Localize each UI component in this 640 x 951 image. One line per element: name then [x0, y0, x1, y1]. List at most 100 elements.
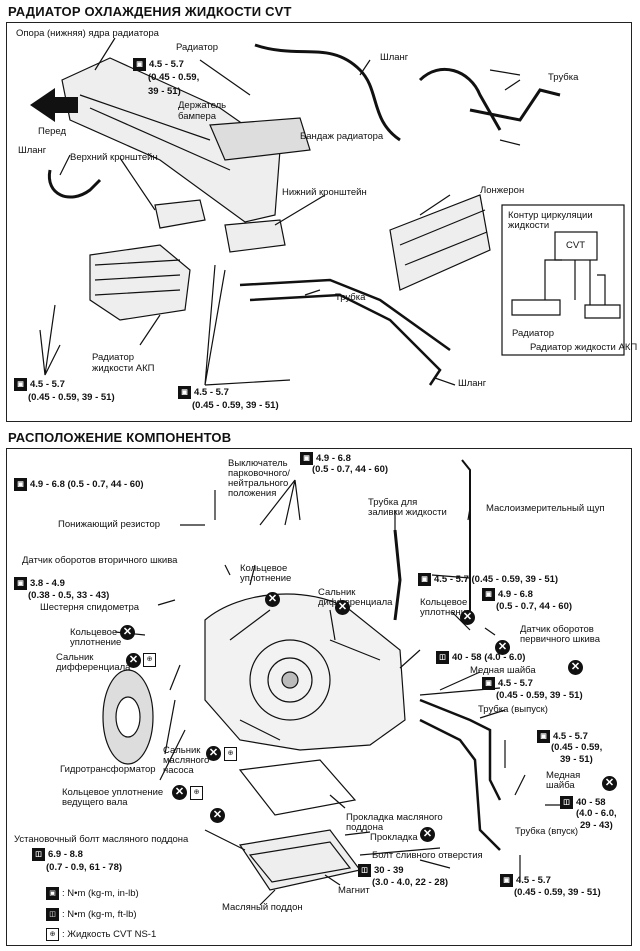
label-pump-seal-2: масляного: [163, 755, 210, 766]
torque-inlb-icon: ▣: [482, 588, 495, 601]
label-radiator: Радиатор: [176, 42, 219, 53]
torque-1: ▣4.9 - 6.8 (0.5 - 0.7, 44 - 60): [14, 478, 144, 491]
label-pan-gasket-2: поддона: [346, 822, 384, 833]
torque-inlb-icon: ▣: [14, 378, 27, 391]
torque-inlb-icon: ▣: [500, 874, 513, 887]
torque-b-line2: (0.45 - 0.59, 39 - 51): [28, 392, 115, 403]
cooler-diagram-panel: [6, 22, 632, 422]
components-diagram-panel: [6, 448, 632, 946]
label-pan-bolt: Установочный болт масляного поддона: [14, 834, 189, 845]
label-shaft-seal-2: ведущего вала: [62, 797, 128, 808]
replace-icon: ✕: [568, 660, 583, 675]
dipstick-shape: [461, 459, 471, 620]
label-oring-c-2: уплотнение: [420, 607, 472, 618]
torque-ftlb-icon: ◫: [46, 908, 59, 921]
replace-icon: ✕: [126, 653, 141, 668]
label-cvt: CVT: [566, 240, 585, 251]
torque-9-line3: 29 - 43): [580, 820, 613, 831]
torque-a-line3: 39 - 51): [148, 86, 181, 97]
label-fill-tube-1: Трубка для: [368, 497, 418, 508]
replace-icon: ✕: [172, 785, 187, 800]
transmission-case: [204, 593, 406, 751]
label-tube-inlet: Трубка (впуск): [515, 826, 579, 837]
torque-a: ▣4.5 - 5.7: [133, 58, 184, 71]
label-radiator-small: Радиатор: [512, 328, 555, 339]
bumper-holder-shape: [209, 117, 311, 161]
torque-5-line2: (0.5 - 0.7, 44 - 60): [496, 601, 573, 612]
label-fill-tube-2: заливки жидкости: [368, 507, 447, 518]
label-lower-bracket: Нижний кронштейн: [282, 187, 367, 198]
label-copper-washer-b-1: Медная: [546, 770, 581, 781]
label-pump-seal-1: Сальник: [163, 745, 201, 756]
fluid-icon: ⊕: [46, 928, 59, 941]
torque-12-line2: (0.45 - 0.59, 39 - 51): [514, 887, 601, 898]
replace-icon: ✕: [335, 600, 350, 615]
replace-icon: ✕: [420, 827, 435, 842]
label-pump-seal-3: насоса: [163, 765, 194, 776]
label-magnet: Магнит: [338, 885, 370, 896]
top-title: РАДИАТОР ОХЛАЖДЕНИЯ ЖИДКОСТИ CVT: [8, 4, 292, 19]
label-copper-washer-a: Медная шайба: [470, 665, 536, 676]
torque-b: ▣4.5 - 5.7: [14, 378, 65, 391]
legend-inlb: ▣: N•m (kg-m, in-lb): [46, 887, 139, 900]
torque-inlb-icon: ▣: [14, 577, 27, 590]
label-oil-pan: Масляный поддон: [222, 902, 303, 913]
torque-inlb-icon: ▣: [178, 386, 191, 399]
torque-11-line2: (3.0 - 4.0, 22 - 28): [372, 877, 449, 888]
torque-a-line2: (0.45 - 0.59,: [148, 72, 200, 83]
torque-2: ▣4.9 - 6.8: [300, 452, 351, 465]
label-speedo-gear: Шестерня спидометра: [40, 602, 140, 613]
fluid-icon: ⊕: [224, 747, 237, 761]
label-shaft-seal-1: Кольцевое уплотнение: [62, 787, 164, 798]
torque-11: ◫30 - 39: [358, 864, 404, 877]
label-oring-a-1: Кольцевое: [240, 563, 288, 574]
label-park-switch-1: Выключатель: [228, 458, 288, 469]
torque-4: ▣4.5 - 5.7 (0.45 - 0.59, 39 - 51): [418, 573, 558, 586]
torque-2-line2: (0.5 - 0.7, 44 - 60): [312, 464, 389, 475]
torque-8-line2: (0.45 - 0.59,: [551, 742, 603, 753]
label-atf-radiator-1: Радиатор: [92, 352, 135, 363]
circuit-box: [501, 204, 625, 356]
torque-inlb-icon: ▣: [46, 887, 59, 900]
torque-7: ▣4.5 - 5.7: [482, 677, 533, 690]
torque-ftlb-icon: ◫: [32, 848, 45, 861]
torque-ftlb-icon: ◫: [436, 651, 449, 664]
replace-icon: ✕: [120, 625, 135, 640]
label-converter: Гидротрансформатор: [60, 764, 156, 775]
label-bumper-holder-1: Держатель: [178, 100, 227, 111]
atf-radiator-shape: [89, 244, 191, 321]
torque-inlb-icon: ▣: [537, 730, 550, 743]
label-hose-bottom: Шланг: [458, 378, 487, 389]
upper-hose: [254, 43, 401, 142]
label-tube-mid: Трубка: [335, 292, 366, 303]
label-drain-bolt: Болт сливного отверстия: [372, 850, 483, 861]
torque-8: ▣4.5 - 5.7: [537, 730, 588, 743]
label-resistor: Понижающий резистор: [58, 519, 161, 530]
torque-c-line2: (0.45 - 0.59, 39 - 51): [192, 400, 279, 411]
label-oring-c-1: Кольцевое: [420, 597, 468, 608]
label-bumper-holder-2: бампера: [178, 111, 217, 122]
torque-inlb-icon: ▣: [133, 58, 146, 71]
label-diff-seal-b-1: Сальник: [56, 652, 94, 663]
label-atf-radiator-box: Радиатор жидкости АКП: [530, 342, 638, 353]
torque-inlb-icon: ▣: [300, 452, 313, 465]
label-hose-left: Шланг: [18, 145, 47, 156]
torque-9-line2: (4.0 - 6.0,: [576, 808, 617, 819]
inlet-tube: [419, 718, 501, 851]
legend-fluid: ⊕: Жидкость CVT NS-1: [46, 928, 156, 941]
label-oring-a-2: уплотнение: [240, 573, 292, 584]
fluid-icon: ⊕: [143, 653, 156, 667]
bottom-title: РАСПОЛОЖЕНИЕ КОМПОНЕНТОВ: [8, 430, 232, 445]
replace-icon: ✕: [460, 610, 475, 625]
torque-ftlb-icon: ◫: [560, 796, 573, 809]
label-side-member: Лонжерон: [480, 185, 525, 196]
legend-ftlb: ◫: N•m (kg-m, ft-lb): [46, 908, 137, 921]
torque-9: ◫40 - 58: [560, 796, 606, 809]
torque-inlb-icon: ▣: [14, 478, 27, 491]
label-copper-washer-b-2: шайба: [546, 780, 575, 791]
label-primary-sensor-1: Датчик оборотов: [520, 624, 594, 635]
label-gasket: Прокладка: [370, 832, 418, 843]
torque-7-line2: (0.45 - 0.59, 39 - 51): [496, 690, 583, 701]
label-diff-seal-b-2: дифференциала: [56, 662, 131, 673]
